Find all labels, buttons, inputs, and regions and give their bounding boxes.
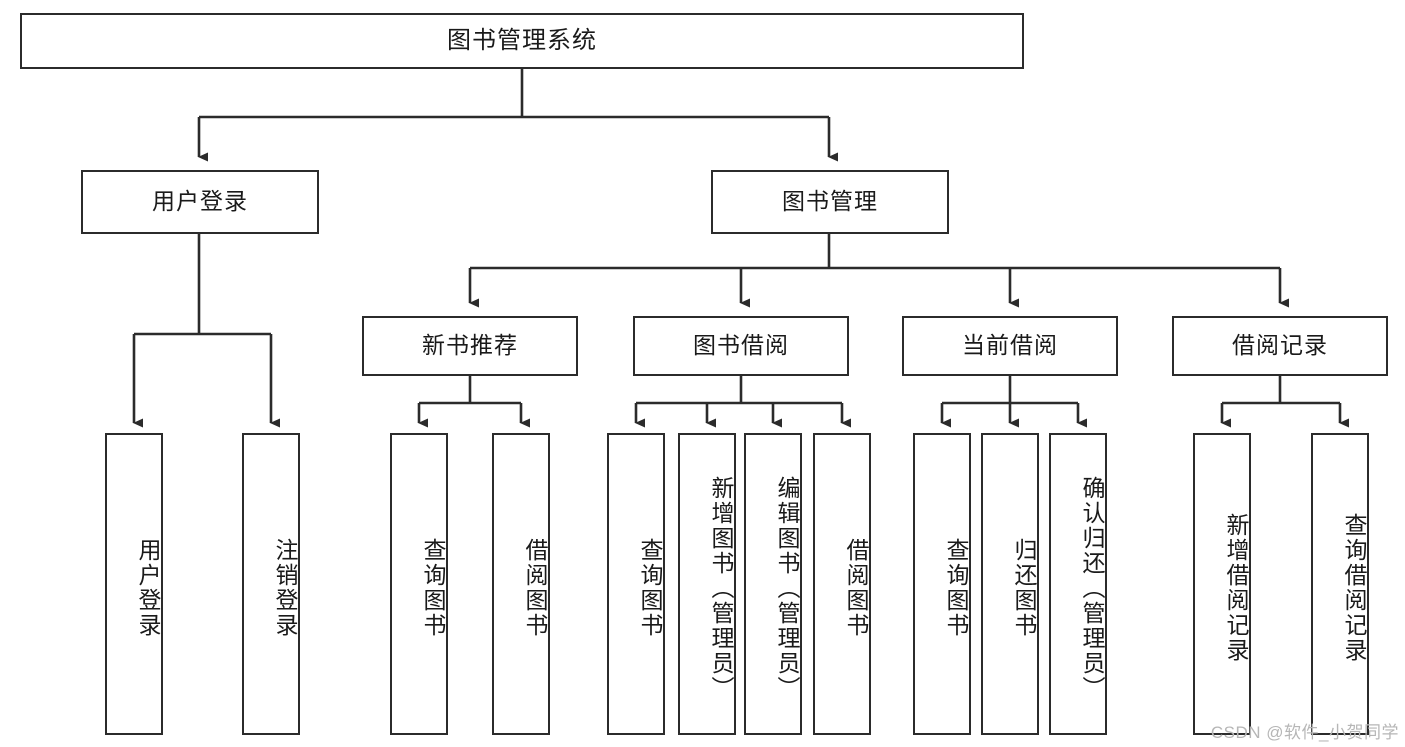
- leaf-current-borrow-query-book[interactable]: 查询图书: [913, 433, 971, 735]
- node-label: 查询借阅记录: [1341, 513, 1367, 663]
- node-label: 图书管理: [782, 188, 878, 215]
- node-label: 新增借阅记录: [1223, 513, 1249, 663]
- node-label: 借阅图书: [843, 538, 869, 638]
- leaf-current-borrow-return-book[interactable]: 归还图书: [981, 433, 1039, 735]
- node-label: 借阅图书: [522, 538, 548, 638]
- leaf-book-borrow-edit-book-admin[interactable]: 编辑图书（管理员）: [744, 433, 802, 735]
- node-label: 用户登录: [135, 538, 161, 638]
- node-root-book-management-system[interactable]: 图书管理系统: [20, 13, 1024, 69]
- leaf-book-borrow-borrow-book[interactable]: 借阅图书: [813, 433, 871, 735]
- node-label: 新增图书（管理员）: [708, 475, 734, 701]
- leaf-current-borrow-confirm-return-admin[interactable]: 确认归还（管理员）: [1049, 433, 1107, 735]
- node-current-borrow[interactable]: 当前借阅: [902, 316, 1118, 376]
- leaf-book-borrow-query-book[interactable]: 查询图书: [607, 433, 665, 735]
- node-label: 图书借阅: [693, 332, 789, 359]
- node-label: 查询图书: [637, 538, 663, 638]
- node-label: 确认归还（管理员）: [1079, 475, 1105, 701]
- node-label: 归还图书: [1011, 538, 1037, 638]
- leaf-user-login-logout[interactable]: 注销登录: [242, 433, 300, 735]
- node-label: 用户登录: [152, 188, 248, 215]
- watermark-text: CSDN @软件_小贺同学: [1210, 723, 1399, 742]
- leaf-borrow-record-query-record[interactable]: 查询借阅记录: [1311, 433, 1369, 735]
- node-label: 查询图书: [943, 538, 969, 638]
- leaf-borrow-record-add-record[interactable]: 新增借阅记录: [1193, 433, 1251, 735]
- node-label: 注销登录: [272, 538, 298, 638]
- leaf-user-login-login[interactable]: 用户登录: [105, 433, 163, 735]
- node-label: 新书推荐: [422, 332, 518, 359]
- node-borrow-record[interactable]: 借阅记录: [1172, 316, 1388, 376]
- leaf-new-book-borrow-book[interactable]: 借阅图书: [492, 433, 550, 735]
- node-label: 编辑图书（管理员）: [774, 475, 800, 701]
- node-new-book-recommend[interactable]: 新书推荐: [362, 316, 578, 376]
- node-label: 图书管理系统: [447, 26, 597, 54]
- node-label: 查询图书: [420, 538, 446, 638]
- node-book-borrow[interactable]: 图书借阅: [633, 316, 849, 376]
- leaf-book-borrow-add-book-admin[interactable]: 新增图书（管理员）: [678, 433, 736, 735]
- leaf-new-book-query-book[interactable]: 查询图书: [390, 433, 448, 735]
- node-label: 当前借阅: [962, 332, 1058, 359]
- node-label: 借阅记录: [1232, 332, 1328, 359]
- node-book-management[interactable]: 图书管理: [711, 170, 949, 234]
- node-user-login[interactable]: 用户登录: [81, 170, 319, 234]
